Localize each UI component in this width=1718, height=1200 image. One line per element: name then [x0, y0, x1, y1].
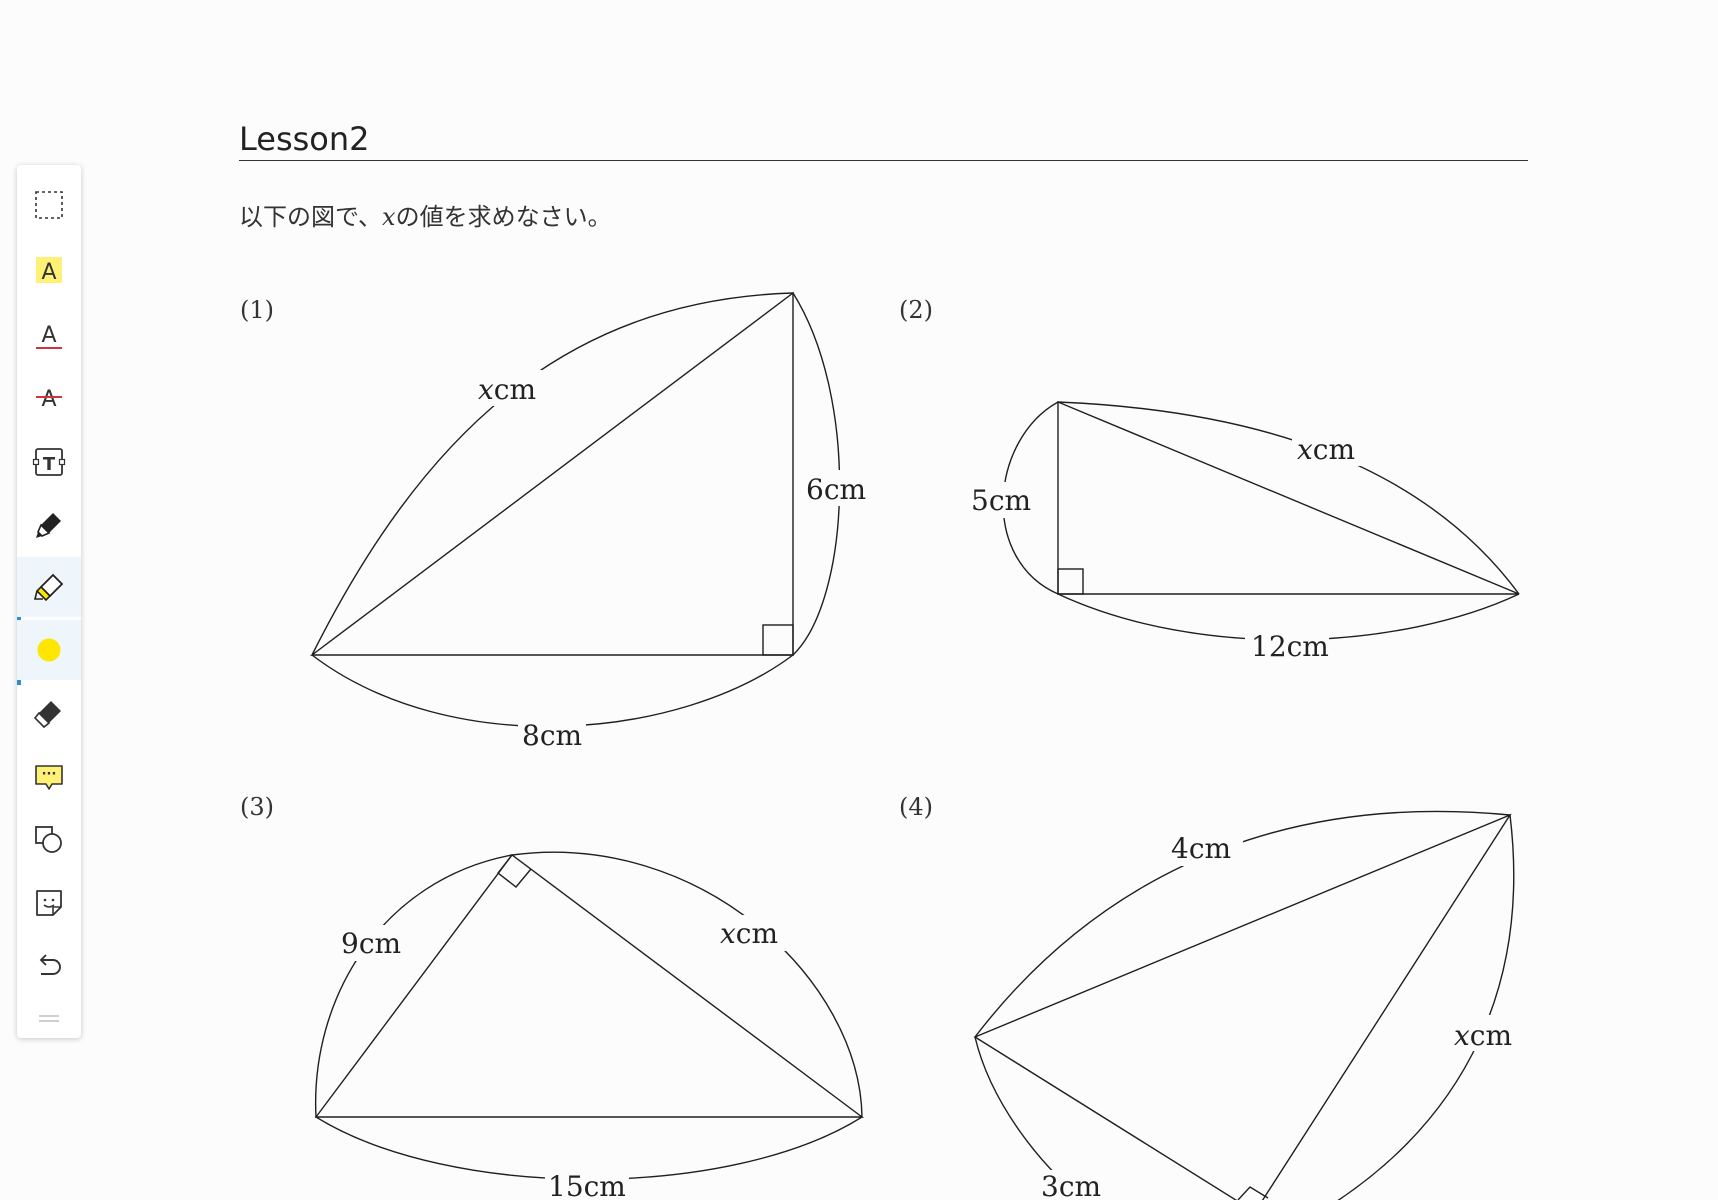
label-2-left: 5cm: [971, 484, 1031, 517]
label-4-top: 4cm: [1171, 832, 1231, 865]
select-area-icon: [35, 191, 63, 219]
highlight-text-tool[interactable]: A: [17, 240, 81, 300]
problem-number-4: (4): [899, 793, 933, 821]
text-box-tool[interactable]: T: [17, 432, 81, 492]
svg-text:A: A: [41, 323, 56, 348]
label-3-bottom: 15cm: [548, 1170, 626, 1200]
label-1-bottom: 8cm: [522, 719, 582, 752]
color-swatch-icon: [37, 638, 61, 662]
eraser-icon: [33, 701, 61, 729]
text-box-icon: T: [32, 448, 66, 476]
label-4-bottom: 3cm: [1041, 1170, 1101, 1200]
comment-icon: ···: [35, 765, 63, 790]
lesson-title: Lesson2: [239, 120, 370, 158]
label-2-top: xcm: [1297, 433, 1355, 466]
pen-tool[interactable]: [17, 495, 81, 555]
label-3-right: xcm: [720, 917, 778, 950]
problem-number-1: (1): [240, 296, 274, 324]
problem-number-3: (3): [240, 793, 274, 821]
svg-text:A: A: [41, 387, 56, 412]
highlighter-tool[interactable]: [17, 557, 81, 617]
title-rule: [239, 160, 1528, 161]
label-1-top: xcm: [478, 373, 536, 406]
underline-text-icon: A: [36, 323, 62, 349]
problem-number-2: (2): [899, 296, 933, 324]
sticker-icon: [36, 890, 62, 916]
label-3-left: 9cm: [341, 927, 401, 960]
undo-icon: [39, 954, 61, 975]
strikethrough-text-icon: A: [36, 387, 62, 412]
highlighter-icon: [33, 573, 64, 602]
instruction-variable: x: [382, 203, 396, 231]
underline-text-tool[interactable]: A: [17, 305, 81, 365]
instruction-text: 以下の図で、xの値を求めなさい。: [239, 203, 612, 231]
color-swatch-tool[interactable]: [17, 620, 81, 680]
label-2-bottom: 12cm: [1251, 630, 1329, 663]
annotation-toolbar: A A A T: [17, 165, 81, 1038]
svg-text:···: ···: [42, 767, 57, 782]
label-1-right: 6cm: [806, 473, 866, 506]
eraser-tool[interactable]: [17, 683, 81, 743]
svg-text:A: A: [41, 260, 56, 285]
figure-4: [973, 810, 1515, 1200]
toolbar-drag-handle[interactable]: [39, 1015, 59, 1023]
strikethrough-text-tool[interactable]: A: [17, 367, 81, 427]
undo-tool[interactable]: [17, 937, 81, 997]
figure-1: [309, 291, 841, 728]
comment-tool[interactable]: ···: [17, 747, 81, 807]
sticker-tool[interactable]: [17, 873, 81, 933]
pen-icon: [36, 513, 61, 538]
shapes-tool[interactable]: [17, 810, 81, 870]
figure-3: [314, 851, 865, 1180]
shapes-icon: [35, 826, 62, 853]
figure-2: [1002, 400, 1520, 641]
select-area-tool[interactable]: [17, 175, 81, 235]
highlight-text-icon: A: [36, 257, 62, 285]
label-4-right: xcm: [1454, 1019, 1512, 1052]
svg-text:T: T: [43, 454, 56, 475]
